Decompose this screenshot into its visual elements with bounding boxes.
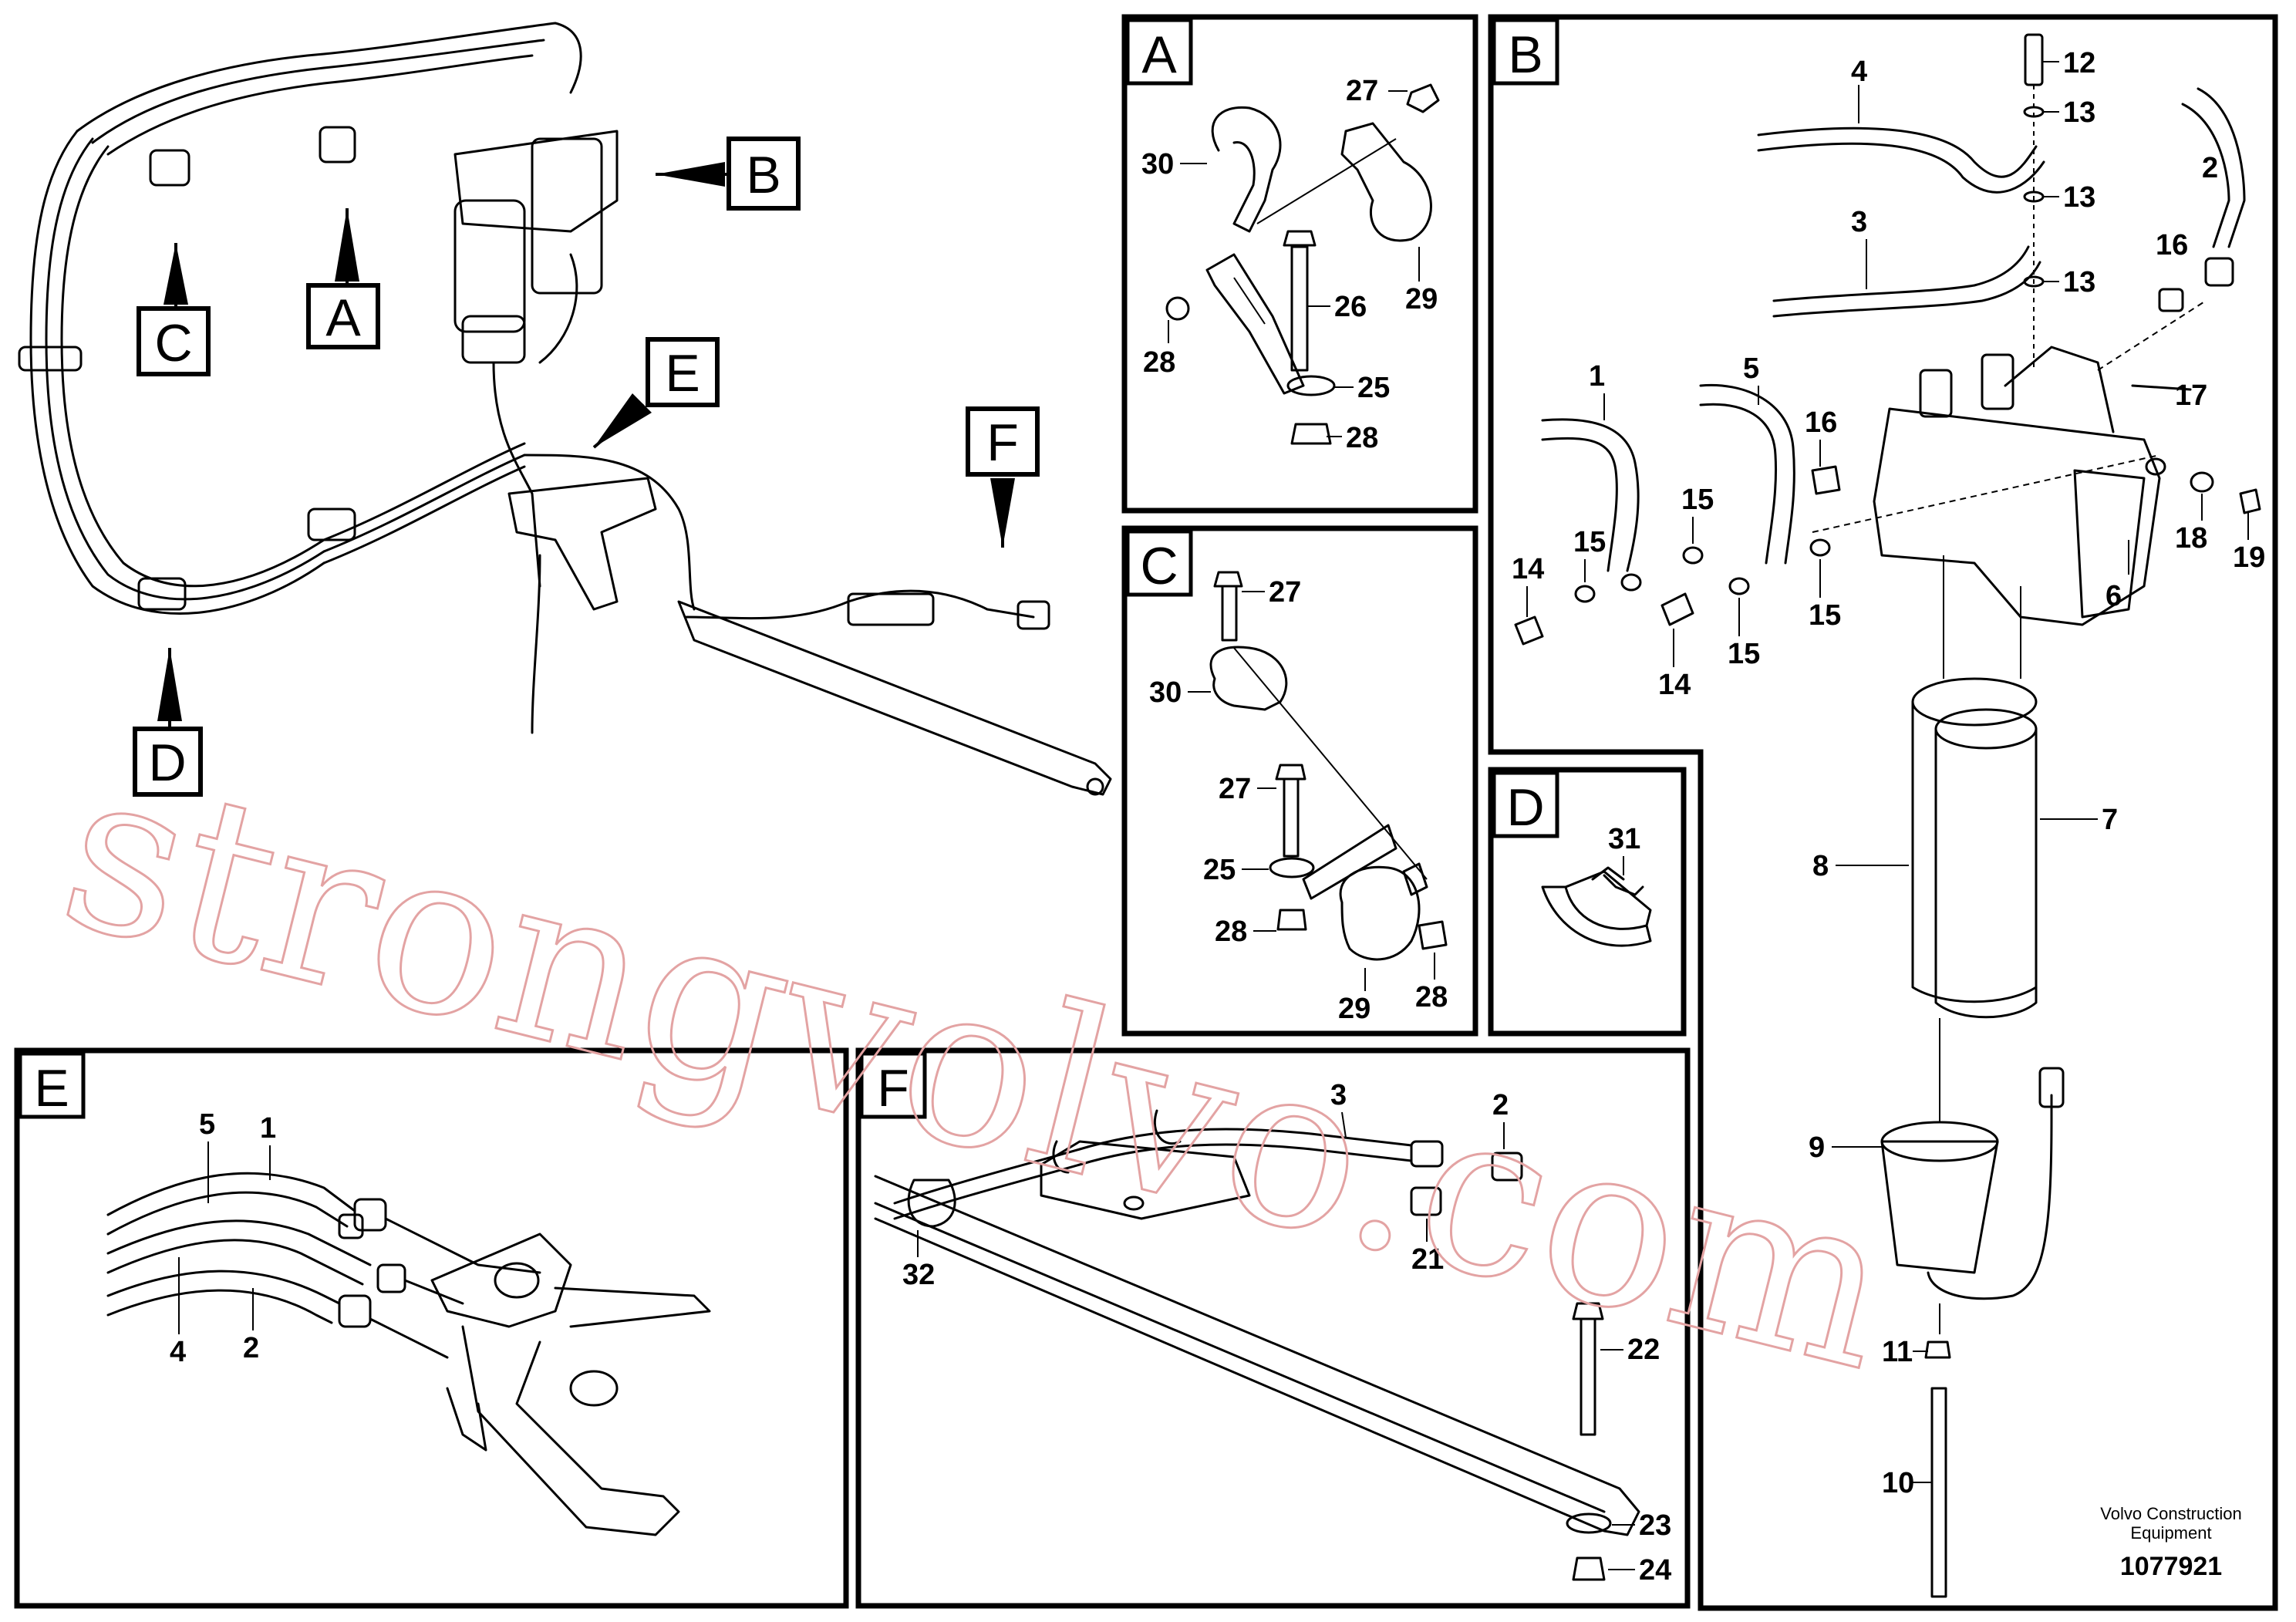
part-label: 2	[2202, 152, 2218, 184]
part-label: 27	[1269, 576, 1301, 609]
part-label: 4	[170, 1336, 186, 1368]
part-label: 5	[1743, 352, 1759, 385]
part-label: 31	[1608, 823, 1640, 855]
overview-callout-a-label: A	[325, 288, 361, 347]
view-b-tag: B	[1508, 25, 1542, 84]
part-label: 30	[1141, 148, 1174, 180]
part-label: 15	[1728, 638, 1760, 670]
view-e-labels: 5 1 4 2	[170, 1108, 276, 1368]
view-f-tag: F	[877, 1059, 909, 1118]
part-label: 5	[199, 1108, 215, 1141]
view-c-labels: 27 30 27 25 28 29 28	[1149, 576, 1448, 1025]
part-label: 29	[1405, 283, 1438, 315]
credit-block: Volvo Construction Equipment 1077921	[2100, 1504, 2241, 1581]
part-label: 25	[1357, 372, 1390, 404]
view-a-panel: A	[1121, 14, 1478, 514]
part-label: 9	[1809, 1131, 1825, 1164]
part-label: 27	[1346, 75, 1378, 107]
overview-callout-e[interactable]: E	[592, 337, 720, 449]
part-label: 1	[260, 1112, 276, 1145]
part-label: 17	[2175, 379, 2207, 412]
part-label: 11	[1882, 1336, 1913, 1368]
part-label: 27	[1219, 773, 1251, 805]
part-label: 23	[1639, 1509, 1671, 1542]
part-label: 13	[2063, 181, 2095, 214]
overview-callout-e-label: E	[665, 344, 700, 403]
part-label: 13	[2063, 266, 2095, 298]
overview-callout-d-label: D	[148, 733, 186, 792]
part-label: 4	[1851, 56, 1867, 88]
part-label: 15	[1809, 599, 1841, 632]
view-d-panel: D	[1488, 767, 1687, 1037]
overview-callout-b[interactable]: B	[656, 137, 801, 211]
view-e-tag: E	[34, 1059, 69, 1118]
part-label: 29	[1338, 993, 1371, 1025]
part-label: 10	[1882, 1467, 1914, 1499]
part-label: 30	[1149, 676, 1182, 709]
part-label: 16	[2156, 229, 2188, 261]
part-label: 16	[1805, 406, 1837, 439]
part-label: 3	[1851, 206, 1867, 238]
part-label: 15	[1681, 484, 1714, 516]
overview-assembly	[18, 22, 1112, 796]
view-e-panel: E	[14, 1047, 849, 1609]
overview-callout-d[interactable]: D	[133, 648, 203, 797]
part-label: 3	[1330, 1079, 1347, 1111]
part-label: 8	[1812, 850, 1829, 882]
view-c-panel: C	[1121, 525, 1478, 1037]
overview-callout-a[interactable]: A	[306, 208, 380, 349]
credit-line1: Volvo Construction	[2100, 1504, 2241, 1523]
part-label: 22	[1627, 1334, 1660, 1366]
part-label: 28	[1143, 346, 1175, 379]
view-b-labels: 12 13 13 13 4 2 3 16 17 1 5 16 15 15 14 …	[1512, 47, 2265, 1499]
part-label: 25	[1203, 854, 1236, 886]
part-label: 28	[1415, 981, 1448, 1013]
view-d-labels: 31	[1608, 823, 1640, 875]
overview-callout-c[interactable]: C	[137, 243, 211, 376]
part-label: 14	[1512, 553, 1544, 585]
part-label: 14	[1658, 669, 1691, 701]
part-label: 15	[1573, 526, 1606, 558]
part-label: 12	[2063, 47, 2095, 79]
drawing-number: 1077921	[2120, 1552, 2222, 1581]
part-label: 2	[1492, 1089, 1509, 1121]
part-label: 21	[1411, 1243, 1444, 1276]
view-f-panel: F	[855, 1047, 1691, 1609]
overview-callout-c-label: C	[154, 314, 192, 373]
view-a-tag: A	[1141, 25, 1177, 84]
view-f-labels: 3 2 21 32 22 23 24	[902, 1079, 1671, 1587]
part-label: 28	[1215, 916, 1247, 948]
overview-callout-f-label: F	[986, 413, 1019, 472]
part-label: 19	[2233, 541, 2265, 574]
part-label: 24	[1639, 1554, 1671, 1587]
part-label: 2	[243, 1332, 259, 1364]
part-label: 6	[2106, 580, 2122, 612]
part-label: 18	[2175, 522, 2207, 555]
part-label: 28	[1346, 422, 1378, 454]
part-label: 7	[2102, 804, 2118, 836]
overview-callout-f[interactable]: F	[966, 406, 1040, 548]
view-c-tag: C	[1140, 537, 1178, 595]
view-d-tag: D	[1506, 778, 1544, 837]
view-a-labels: 27 30 26 29 28 25 28	[1141, 75, 1438, 454]
part-label: 1	[1589, 360, 1605, 393]
part-label: 32	[902, 1259, 935, 1291]
view-b-panel: B	[1488, 14, 2278, 1611]
overview-callout-b-label: B	[746, 146, 781, 204]
part-label: 26	[1334, 291, 1367, 323]
credit-line2: Equipment	[2130, 1523, 2211, 1543]
part-label: 13	[2063, 96, 2095, 129]
